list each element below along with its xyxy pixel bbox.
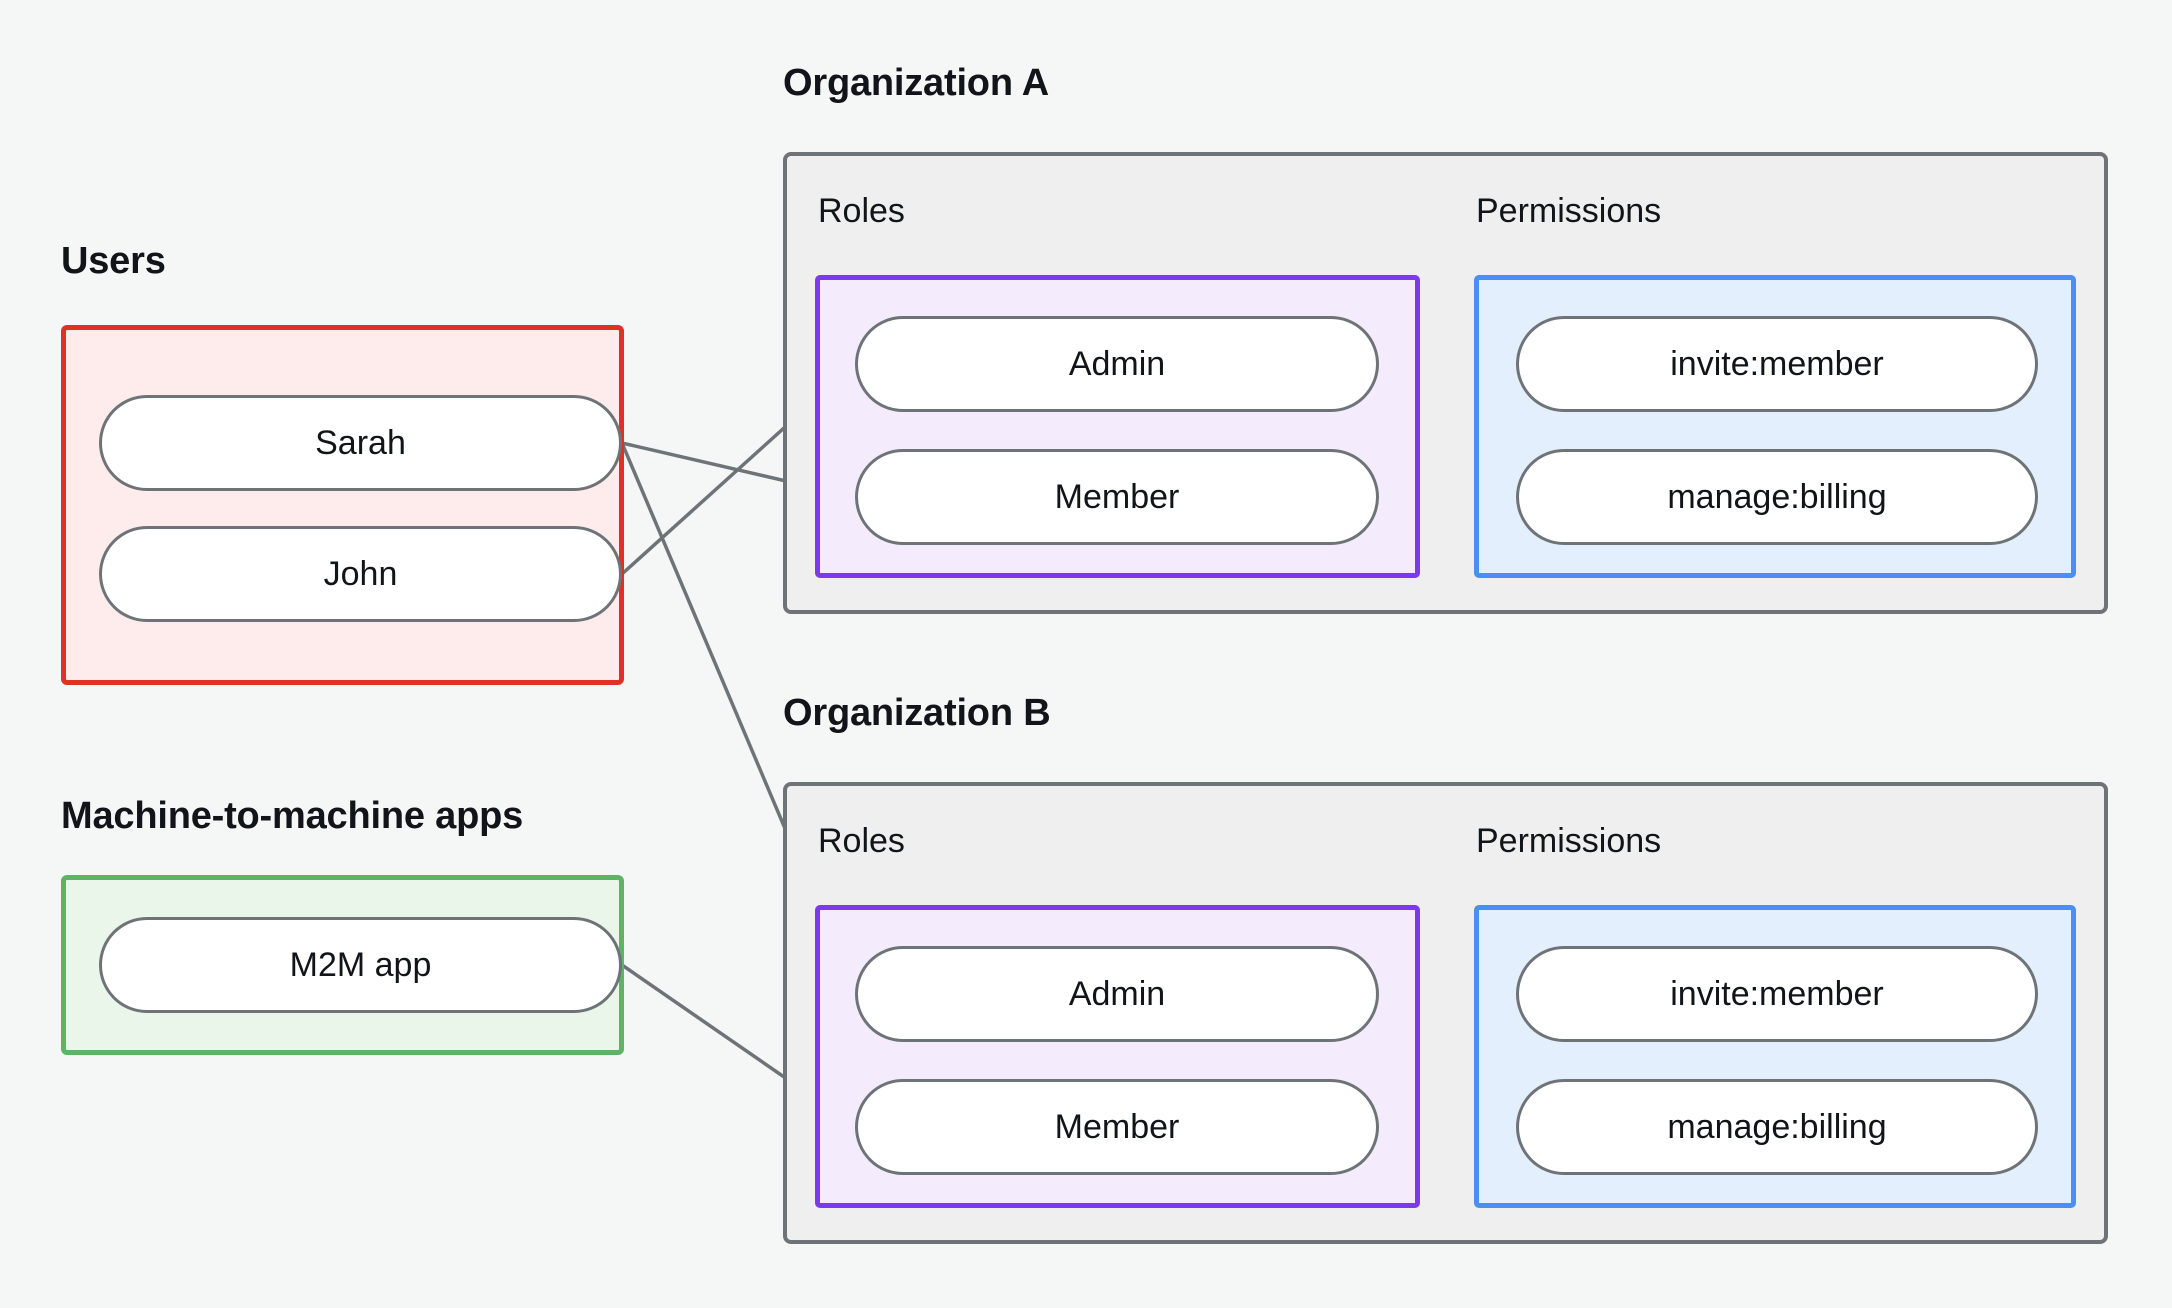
m2m-pill-app[interactable]: M2M app xyxy=(99,917,622,1013)
user-pill-sarah[interactable]: Sarah xyxy=(99,395,622,491)
organization-b-role-pill-member[interactable]: Member xyxy=(855,1079,1379,1175)
organization-a-role-pill-member[interactable]: Member xyxy=(855,449,1379,545)
organization-b-role-label-admin: Admin xyxy=(1068,974,1166,1013)
organization-b-caption: Organization B xyxy=(783,692,1051,734)
organization-a-permission-label-invite-member: invite:member xyxy=(1670,344,1884,383)
organization-b-permission-label-manage-billing: manage:billing xyxy=(1667,1107,1887,1146)
organization-b-role-pill-admin[interactable]: Admin xyxy=(855,946,1379,1042)
organization-b-permission-pill-invite-member[interactable]: invite:member xyxy=(1516,946,2038,1042)
user-label-john: John xyxy=(323,554,398,593)
user-pill-john[interactable]: John xyxy=(99,526,622,622)
organization-a-permission-pill-invite-member[interactable]: invite:member xyxy=(1516,316,2038,412)
users-group-box xyxy=(61,325,624,685)
organization-a-roles-label: Roles xyxy=(818,192,905,230)
m2m-label-app: M2M app xyxy=(289,945,432,984)
organization-a-role-pill-admin[interactable]: Admin xyxy=(855,316,1379,412)
organization-b-permission-label-invite-member: invite:member xyxy=(1670,974,1884,1013)
organization-a-role-label-admin: Admin xyxy=(1068,344,1166,383)
organization-b-role-label-member: Member xyxy=(1054,1107,1180,1146)
organization-a-permission-pill-manage-billing[interactable]: manage:billing xyxy=(1516,449,2038,545)
organization-b-permissions-label: Permissions xyxy=(1476,822,1662,860)
organization-b-roles-label: Roles xyxy=(818,822,905,860)
organization-a-caption: Organization A xyxy=(783,62,1050,104)
organization-a-role-label-member: Member xyxy=(1054,477,1180,516)
organization-a-permissions-label: Permissions xyxy=(1476,192,1662,230)
organization-b-permission-pill-manage-billing[interactable]: manage:billing xyxy=(1516,1079,2038,1175)
users-caption: Users xyxy=(61,240,166,282)
user-label-sarah: Sarah xyxy=(315,423,406,462)
organization-a-permission-label-manage-billing: manage:billing xyxy=(1667,477,1887,516)
m2m-caption: Machine-to-machine apps xyxy=(61,795,524,837)
